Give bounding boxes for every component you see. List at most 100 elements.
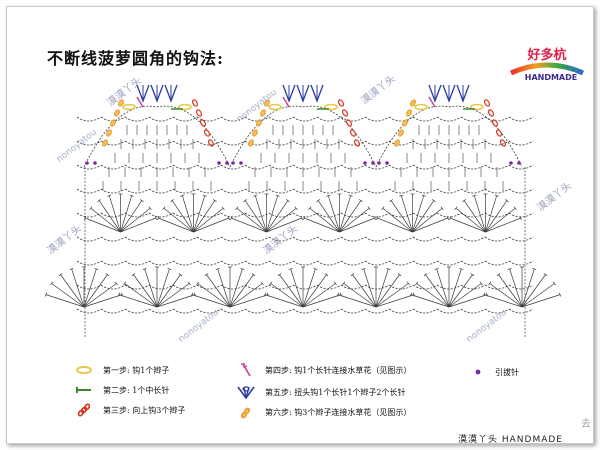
mesh-arc	[124, 308, 150, 314]
mesh-arc	[412, 164, 438, 170]
mesh-arc	[340, 260, 366, 266]
stitch-top	[269, 281, 273, 286]
orange-chain	[110, 119, 116, 127]
mesh-arc	[364, 236, 390, 242]
mesh-arc	[100, 164, 126, 170]
bottom-fan-stitch	[229, 268, 243, 308]
bottom-fan-stitch	[118, 294, 158, 308]
stitch-top	[264, 292, 266, 297]
yellow-chain	[324, 103, 338, 111]
bottom-fan-stitch	[290, 268, 304, 308]
bottom-fan-stitch	[156, 268, 170, 308]
middle-fan-stitch	[400, 195, 413, 233]
mesh-arc	[388, 236, 414, 242]
bottom-fan-stitch	[83, 274, 108, 308]
mesh-arc	[196, 260, 222, 266]
mesh-arc	[268, 260, 294, 266]
middle-fan-stitch	[304, 217, 340, 233]
mesh-arc	[364, 164, 390, 170]
legend-label: 第四步: 钩1个长针连接水草花（见图示）	[265, 365, 412, 375]
stitch-top	[421, 194, 426, 197]
mesh-arc	[460, 260, 486, 266]
stitch-top	[84, 216, 87, 220]
mesh-arc	[220, 308, 246, 314]
mesh-arc	[124, 284, 150, 290]
mesh-arc	[412, 212, 438, 218]
middle-fan-stitch	[193, 207, 224, 233]
mesh-arc	[484, 308, 510, 314]
bottom-fan-stitch	[83, 268, 97, 308]
mesh-arc	[412, 188, 438, 194]
stitch-top	[397, 273, 402, 277]
mesh-arc	[508, 308, 534, 314]
fan-icon	[237, 386, 255, 399]
bottom-fan-stitch	[45, 294, 85, 308]
stitch-top	[187, 281, 191, 286]
bottom-fan-stitch	[83, 294, 123, 308]
mesh-arc	[292, 188, 318, 194]
middle-fan-stitch	[327, 195, 340, 233]
logo-top-text: 好多杭	[526, 47, 566, 63]
stitch-top	[488, 281, 492, 286]
stitch-top	[483, 292, 485, 297]
mesh-arc	[244, 116, 270, 122]
mesh-arc	[508, 116, 534, 122]
legend-label: 第三步: 向上钩3个辫子	[103, 405, 186, 415]
stitch-top	[472, 194, 477, 197]
mesh-arc	[172, 308, 198, 314]
mesh-arc	[196, 308, 222, 314]
mesh-arc	[148, 284, 174, 290]
bottom-fan-stitch	[302, 268, 316, 308]
middle-fan-stitch	[485, 195, 498, 233]
scallop-edge	[375, 105, 523, 168]
stitch-top	[118, 292, 120, 297]
stitch-top	[213, 199, 217, 202]
middle-fan-stitch	[254, 195, 267, 233]
legend-label: 第二步: 1个中长针	[103, 385, 170, 395]
mesh-arc	[364, 212, 390, 218]
red-chain	[203, 129, 211, 137]
middle-fan-stitch	[485, 200, 508, 233]
mesh-arc	[76, 236, 102, 242]
middle-fan-stitch	[158, 217, 194, 233]
bottom-fan-stitch	[448, 274, 473, 308]
legend-item-slip: 引拔针	[467, 365, 519, 379]
mesh-arc	[220, 284, 246, 290]
middle-fan-stitch	[193, 217, 229, 233]
mesh-arc	[244, 284, 270, 290]
stitch-top	[196, 281, 200, 286]
stitch-top	[440, 206, 444, 211]
mesh-arc	[76, 188, 102, 194]
mesh-arc	[76, 116, 102, 122]
orange-chain	[394, 139, 400, 147]
slip-stitch-dot	[385, 161, 389, 165]
mesh-arc	[268, 212, 294, 218]
mesh-arc	[244, 212, 270, 218]
bottom-fan-stitch	[302, 274, 327, 308]
middle-fan-stitch	[120, 217, 156, 233]
mesh-arc	[436, 308, 462, 314]
bottom-fan-stitch	[156, 274, 181, 308]
bottom-fan-stitch	[302, 283, 336, 308]
mesh-arc	[460, 212, 486, 218]
stitch-top	[389, 199, 393, 202]
stitch-top	[415, 281, 419, 286]
bottom-fan-stitch	[83, 283, 117, 308]
stitch-top	[148, 206, 152, 211]
orange-chain	[252, 129, 258, 137]
mesh-arc	[436, 116, 462, 122]
mesh-arc	[316, 188, 342, 194]
mesh-arc	[148, 236, 174, 242]
mesh-arc	[76, 260, 102, 266]
middle-fan-stitch	[455, 207, 486, 233]
yellow-chain	[122, 103, 136, 111]
bottom-fan-stitch	[217, 268, 231, 308]
middle-fan-stitch	[98, 200, 121, 233]
stitch-top	[532, 268, 537, 270]
red-chain	[191, 99, 199, 107]
mesh-arc	[340, 116, 366, 122]
mesh-arc	[436, 188, 462, 194]
legend-item-step4: 第四步: 钩1个长针连接水草花（见图示）	[235, 363, 411, 377]
middle-fan-stitch	[339, 207, 370, 233]
stitch-top	[434, 268, 439, 270]
